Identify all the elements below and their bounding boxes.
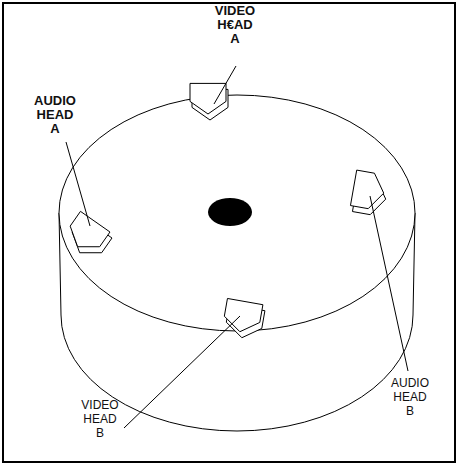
leader-line — [214, 66, 236, 104]
head-block — [70, 211, 112, 252]
part-label: VIDEO H€AD A — [215, 4, 255, 46]
leader-line — [124, 316, 240, 428]
leader-line — [370, 196, 408, 371]
head-face — [350, 170, 383, 209]
head-face — [224, 298, 263, 331]
spindle-hole — [208, 198, 252, 226]
frame-border — [3, 3, 455, 462]
head-face — [190, 83, 226, 114]
leader-lines — [66, 66, 408, 428]
leader-line — [66, 142, 90, 226]
part-label: VIDEO HEAD B — [81, 398, 118, 440]
head-group — [70, 83, 386, 337]
part-label: AUDIO HEAD B — [391, 376, 429, 418]
head-block — [224, 298, 265, 337]
drum-top — [59, 95, 415, 331]
head-block — [350, 170, 385, 215]
head-face — [70, 211, 110, 246]
part-label: AUDIO HEAD A — [34, 94, 76, 136]
